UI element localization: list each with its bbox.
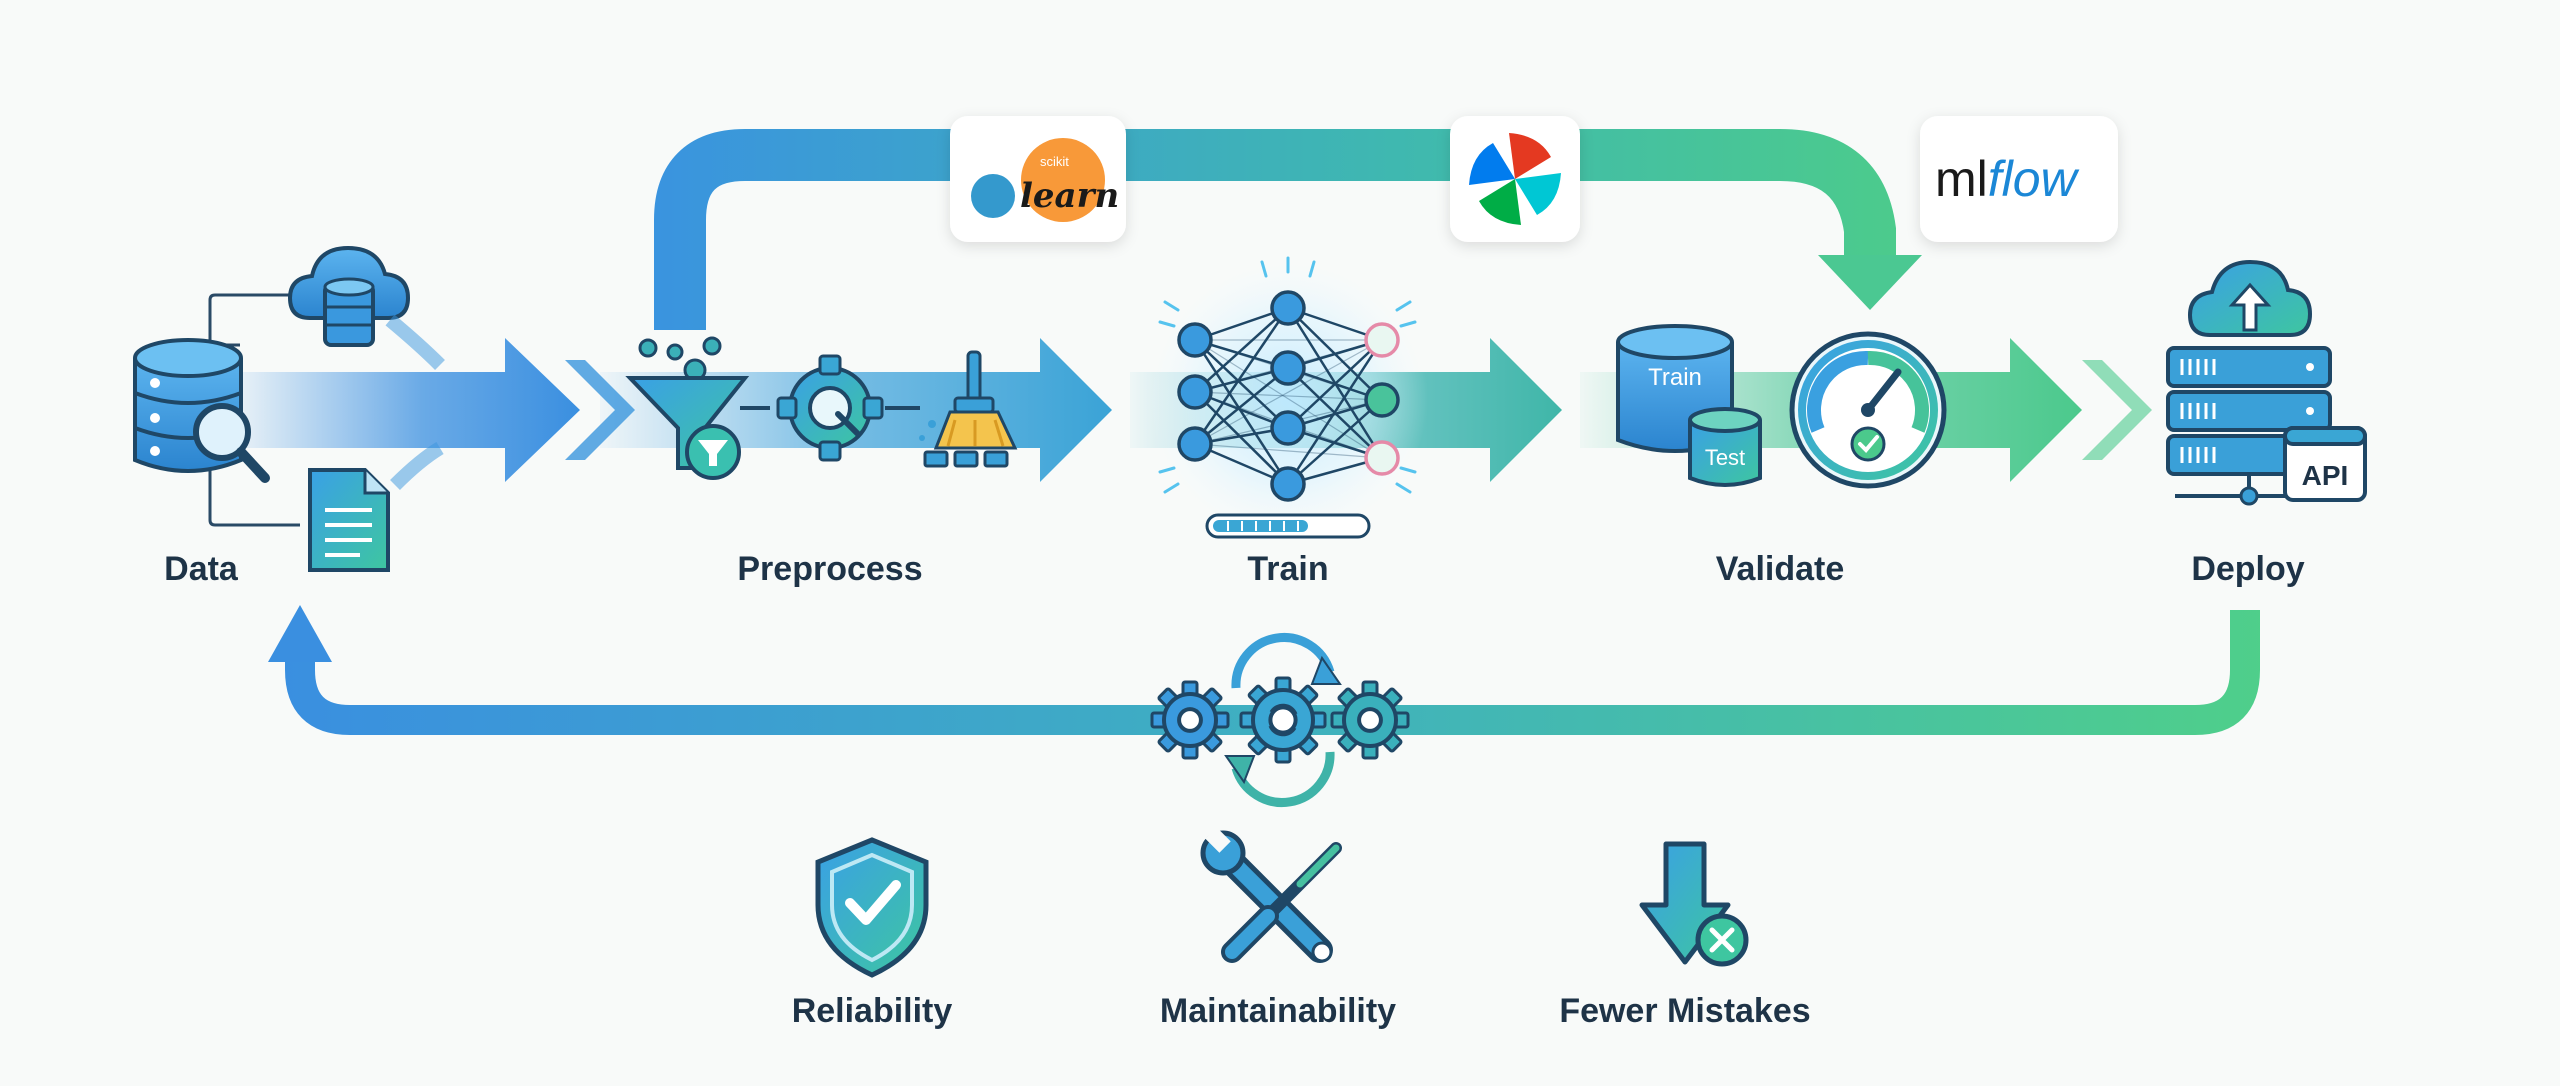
bottom-loop-arrowhead: [268, 605, 332, 662]
stage-label-validate: Validate: [1716, 550, 1845, 588]
cycle-gears-icon: [1150, 632, 1410, 808]
train-split-label: Train: [1648, 364, 1702, 391]
arrow-down-x-icon: [1639, 841, 1749, 967]
sklearn-logo: scikit learn: [971, 138, 1119, 222]
training-progress-bar: [1205, 513, 1371, 539]
airflow-pinwheel-icon: [1469, 133, 1561, 225]
validate-stage: Train Test: [1616, 324, 1947, 489]
data-stage: [133, 245, 445, 572]
stage-label-deploy: Deploy: [2191, 550, 2304, 588]
sparkle-lines: [1158, 256, 1417, 494]
train-stage: [1148, 256, 1428, 540]
broom-icon: [919, 350, 1018, 468]
wrench-screwdriver-icon: [1200, 827, 1342, 963]
sklearn-main-text: learn: [1020, 176, 1119, 216]
benefit-label-reliability: Reliability: [792, 992, 953, 1030]
top-loop-arrowhead: [1818, 255, 1922, 310]
benefit-label-fewer-mistakes: Fewer Mistakes: [1559, 992, 1810, 1030]
neural-network-icon: [1177, 290, 1400, 502]
preprocess-stage: [625, 336, 1018, 480]
cloud-database-icon: [287, 245, 411, 347]
top-loop-arrow: [654, 129, 1896, 330]
stage-label-preprocess: Preprocess: [737, 550, 922, 588]
mlflow-ml-text: ml: [1935, 151, 1988, 207]
test-cylinder-icon: Test: [1688, 407, 1762, 487]
gauge-check-icon: [1789, 331, 1947, 489]
gear-icon: [776, 354, 884, 462]
document-icon: [308, 468, 390, 572]
api-window-icon: API: [2283, 426, 2367, 502]
benefit-label-maintainability: Maintainability: [1160, 992, 1396, 1030]
test-split-label: Test: [1705, 445, 1745, 470]
stage-label-data: Data: [164, 550, 239, 588]
cloud-upload-icon: [2187, 259, 2313, 337]
api-label: API: [2302, 460, 2349, 491]
deploy-stage: API: [2166, 259, 2367, 506]
mlflow-logo-card: [1920, 116, 2118, 242]
magnifier-icon: [193, 403, 270, 483]
funnel-filter-icon: [625, 336, 750, 480]
shield-check-icon: [815, 837, 929, 978]
mlflow-logo: mlflow: [1935, 151, 2080, 207]
mlflow-flow-text: flow: [1988, 151, 2080, 207]
stage-label-train: Train: [1247, 550, 1328, 588]
sklearn-small-text: scikit: [1040, 154, 1069, 169]
